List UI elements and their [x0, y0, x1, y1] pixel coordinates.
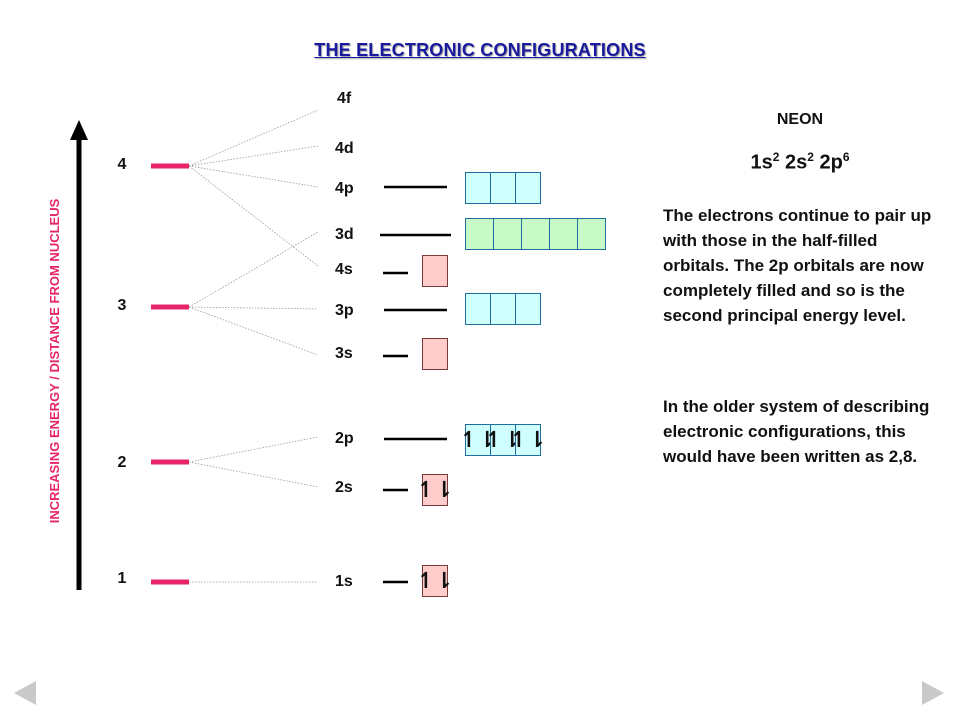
connector-3-3s: [188, 306, 319, 356]
level-number-2: 2: [117, 454, 127, 471]
sublevel-label-4s: 4s: [335, 261, 353, 278]
orbital-box: [465, 218, 494, 250]
orbital-boxes-2p: ↿⇂ ↿⇂ ↿⇂: [460, 424, 546, 456]
sublevel-label-3d: 3d: [335, 226, 354, 243]
sublevel-label-2p: 2p: [335, 430, 354, 447]
orbital-boxes-3s: [422, 338, 448, 370]
config-2p-count: 6: [842, 150, 850, 164]
sublevel-label-2s: 2s: [335, 479, 353, 496]
connector-2-2s: [188, 461, 319, 488]
connector-3-3d: [188, 231, 319, 308]
previous-slide-arrow-icon[interactable]: [14, 681, 36, 705]
orbital-box: ↿⇂: [510, 424, 546, 456]
description-paragraph-1: The electrons continue to pair up with t…: [663, 206, 932, 325]
energy-axis-arrow: [70, 120, 88, 590]
orbital-boxes-4p: [465, 172, 541, 204]
connector-2-2p: [188, 436, 319, 463]
orbital-box: [465, 293, 491, 325]
level-number-4: 4: [117, 156, 127, 173]
connector-4-4s: [188, 165, 319, 267]
page-title: THE ELECTRONIC CONFIGURATIONS: [314, 40, 646, 60]
main-level-bars: [151, 163, 189, 585]
orbital-box: [422, 255, 448, 287]
orbital-box: [422, 338, 448, 370]
orbital-box: [515, 293, 541, 325]
orbital-box: [493, 218, 522, 250]
level-number-1: 1: [117, 570, 127, 587]
energy-axis-label: INCREASING ENERGY / DISTANCE FROM NUCLEU…: [47, 198, 62, 524]
level-number-3: 3: [117, 297, 127, 314]
sublevel-label-4d: 4d: [335, 140, 354, 157]
sublevel-label-3s: 3s: [335, 345, 353, 362]
orbital-box: ↿⇂: [417, 474, 453, 506]
orbital-boxes-1s: ↿⇂: [417, 565, 453, 597]
energy-axis-arrowhead: [70, 120, 88, 140]
next-slide-arrow-icon[interactable]: [922, 681, 944, 705]
orbital-box: [490, 293, 516, 325]
orbital-box: [490, 172, 516, 204]
element-name: NEON: [776, 111, 824, 128]
orbital-box: [465, 172, 491, 204]
connector-4-4p: [188, 165, 319, 188]
orbital-boxes-4s: [422, 255, 448, 287]
connector-3-3p: [188, 306, 319, 310]
config-2p: 2p: [819, 151, 843, 174]
config-2s-count: 2: [807, 150, 814, 164]
connector-lines: [188, 109, 319, 583]
config-1s: 1s: [750, 151, 773, 174]
connector-4-4d: [188, 145, 319, 167]
orbital-box: [521, 218, 550, 250]
orbital-box: [515, 172, 541, 204]
sublevel-label-1s: 1s: [335, 573, 353, 590]
orbital-box: ↿⇂: [417, 565, 453, 597]
sublevel-label-4p: 4p: [335, 180, 354, 197]
orbital-boxes-2s: ↿⇂: [417, 474, 453, 506]
electron-configuration: 1s2 2s2 2p6: [705, 150, 895, 175]
orbital-box: [577, 218, 606, 250]
sublevel-bars: [380, 185, 451, 584]
sublevel-label-3p: 3p: [335, 302, 354, 319]
config-1s-count: 2: [772, 150, 780, 164]
orbital-boxes-3d: [465, 218, 606, 250]
orbital-box: [549, 218, 578, 250]
connector-4-4f: [188, 109, 319, 167]
description-paragraph-2: In the older system of describing electr…: [663, 397, 930, 466]
config-2s: 2s: [784, 151, 808, 174]
orbital-boxes-3p: [465, 293, 541, 325]
sublevel-label-4f: 4f: [337, 90, 352, 107]
